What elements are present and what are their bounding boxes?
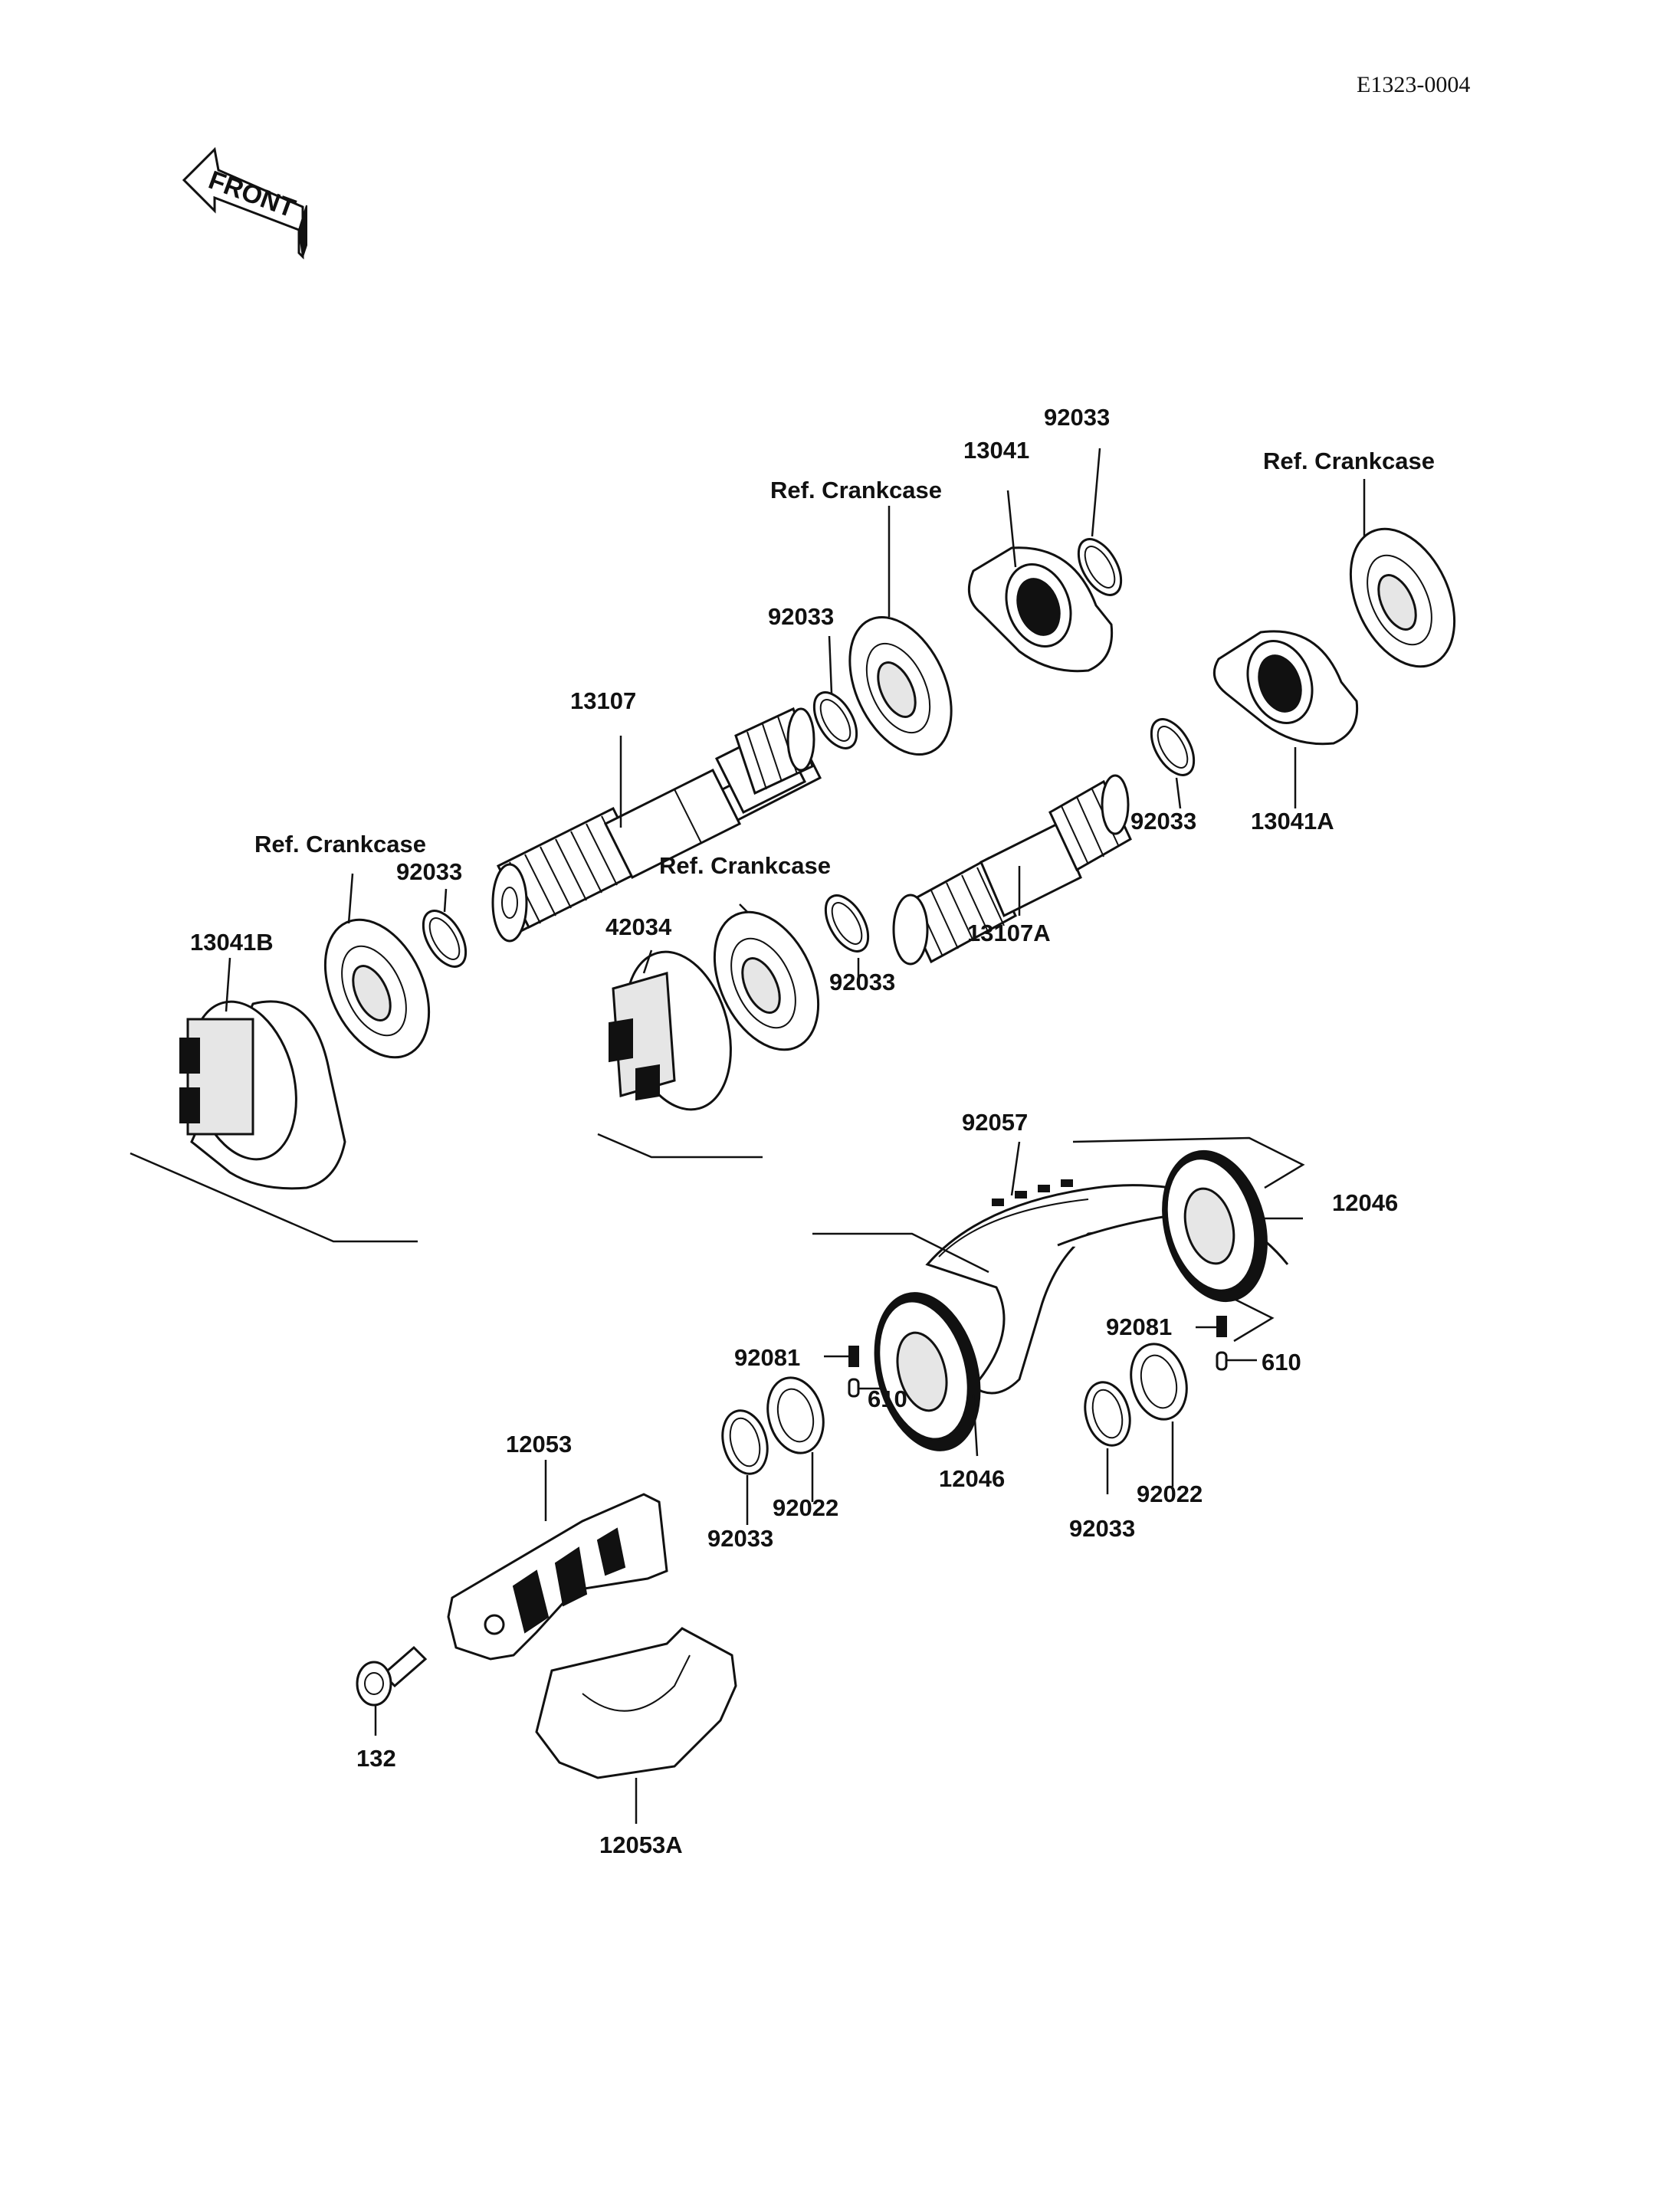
circlip-92033-lowright [1084, 1381, 1131, 1447]
circlip-92033-c [824, 894, 870, 953]
chain-guide-12053a [535, 1627, 737, 1779]
label-ref-crankcase-b: Ref. Crankcase [1263, 448, 1435, 474]
label-13041b: 13041B [190, 929, 274, 956]
circlip-92033-left [422, 910, 468, 968]
washer-92022-right [1130, 1343, 1188, 1421]
shaft-13107 [491, 707, 822, 943]
washer-92022-left [766, 1376, 825, 1454]
label-92033-lowleft: 92033 [707, 1525, 773, 1552]
pin-610-left [848, 1378, 860, 1398]
shaft-13107a [892, 774, 1132, 966]
sprocket-12046-mid [874, 1292, 981, 1451]
circlip-92033-mid [812, 691, 858, 749]
label-12053: 12053 [506, 1431, 572, 1458]
sprocket-12046-right [1162, 1149, 1268, 1303]
chain-guide-12053 [447, 1493, 668, 1661]
label-92033-lowright: 92033 [1069, 1515, 1135, 1542]
label-92081-right: 92081 [1106, 1313, 1172, 1340]
circlip-92033-right [1150, 718, 1196, 776]
label-13107: 13107 [570, 687, 636, 714]
front-label: FRONT [205, 166, 299, 224]
part-labels: 92033 13041 Ref. Crankcase Ref. Crankcas… [190, 404, 1435, 1858]
cam-13041 [967, 546, 1114, 673]
pin-92081-right [1216, 1316, 1227, 1337]
label-92022-right: 92022 [1137, 1481, 1203, 1507]
label-12053a: 12053A [599, 1831, 683, 1858]
bearing-lower-center [713, 910, 820, 1051]
bolt-132 [356, 1645, 428, 1707]
label-13041a: 13041A [1251, 808, 1334, 835]
pin-92081-left [848, 1346, 859, 1367]
bearing-left [323, 918, 431, 1059]
leader-lines [130, 448, 1366, 1824]
label-92033-left: 92033 [396, 858, 462, 885]
label-13041: 13041 [963, 437, 1029, 464]
label-92057: 92057 [962, 1109, 1028, 1136]
label-92081-left: 92081 [734, 1344, 800, 1371]
cam-13041a [1212, 630, 1359, 746]
label-92022-left: 92022 [773, 1494, 838, 1521]
label-610-right: 610 [1262, 1349, 1301, 1376]
label-610-left: 610 [868, 1385, 907, 1412]
diagram-code: E1323-0004 [1357, 72, 1470, 97]
label-12046-right: 12046 [1332, 1189, 1398, 1216]
label-92033-top: 92033 [1044, 404, 1110, 431]
front-arrow-icon: FRONT [182, 146, 307, 260]
label-12046-mid: 12046 [939, 1465, 1005, 1492]
label-42034: 42034 [605, 913, 672, 940]
hub-42034 [609, 950, 732, 1111]
circlip-92033-lowleft [721, 1409, 769, 1475]
label-92033-right: 92033 [1130, 808, 1196, 835]
label-ref-crankcase-d: Ref. Crankcase [659, 852, 831, 879]
label-132: 132 [356, 1745, 396, 1772]
cam-13041b [179, 1000, 346, 1190]
label-92033-c: 92033 [829, 969, 895, 995]
circlip-92033-top [1077, 538, 1123, 596]
pin-610-right [1216, 1351, 1228, 1371]
label-ref-crankcase-c: Ref. Crankcase [254, 831, 426, 857]
bearing-upper-center [848, 615, 953, 756]
label-ref-crankcase-a: Ref. Crankcase [770, 477, 942, 503]
label-13107a: 13107A [967, 920, 1051, 946]
label-92033-mid: 92033 [768, 603, 834, 630]
bearing-upper-right [1349, 527, 1456, 668]
